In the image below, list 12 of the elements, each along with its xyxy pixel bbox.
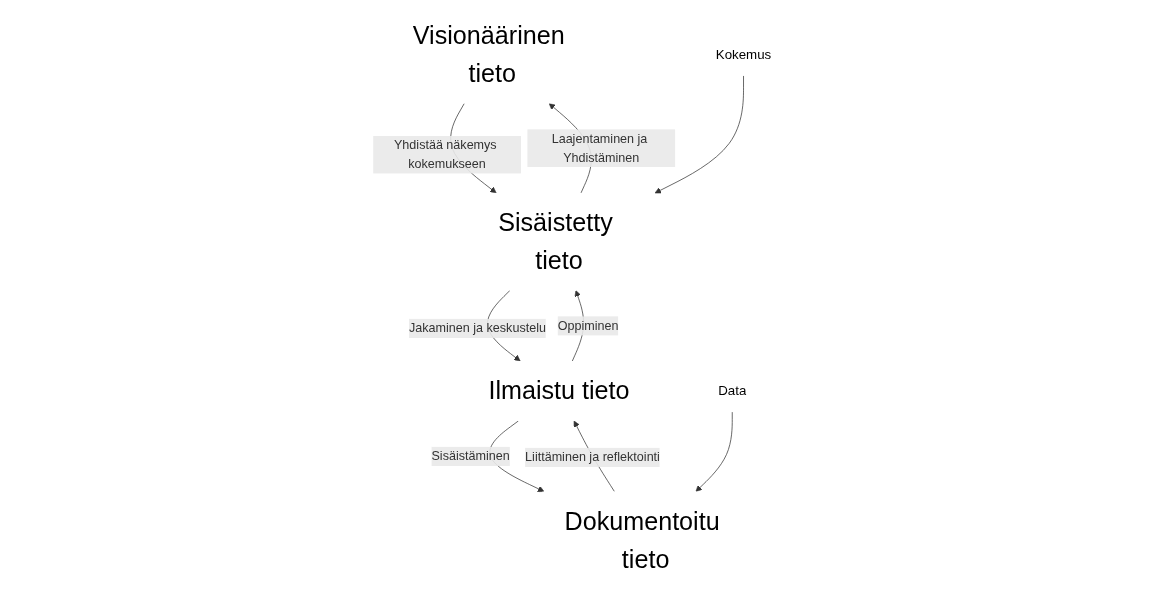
edge-label: Oppiminen [557,318,619,333]
edge-label: Yhdistää näkemys kokemukseen [394,138,497,171]
node-text: Kokemus [715,46,772,62]
edge-label: Laajentaminen ja Yhdistäminen [551,131,648,165]
edge-label: Jakaminen ja keskustelu [409,320,547,335]
node-text: Sisäistetty tieto [498,208,613,275]
node-text: Ilmaistu tieto [488,376,630,405]
edge-label: Sisäistäminen [431,449,510,464]
edge-label: Liittäminen ja reflektointi [525,450,661,465]
node-text: Visionäärinen tieto [413,21,565,88]
node-text: Data [718,383,747,399]
node-text: Dokumentoitu tieto [564,507,720,573]
